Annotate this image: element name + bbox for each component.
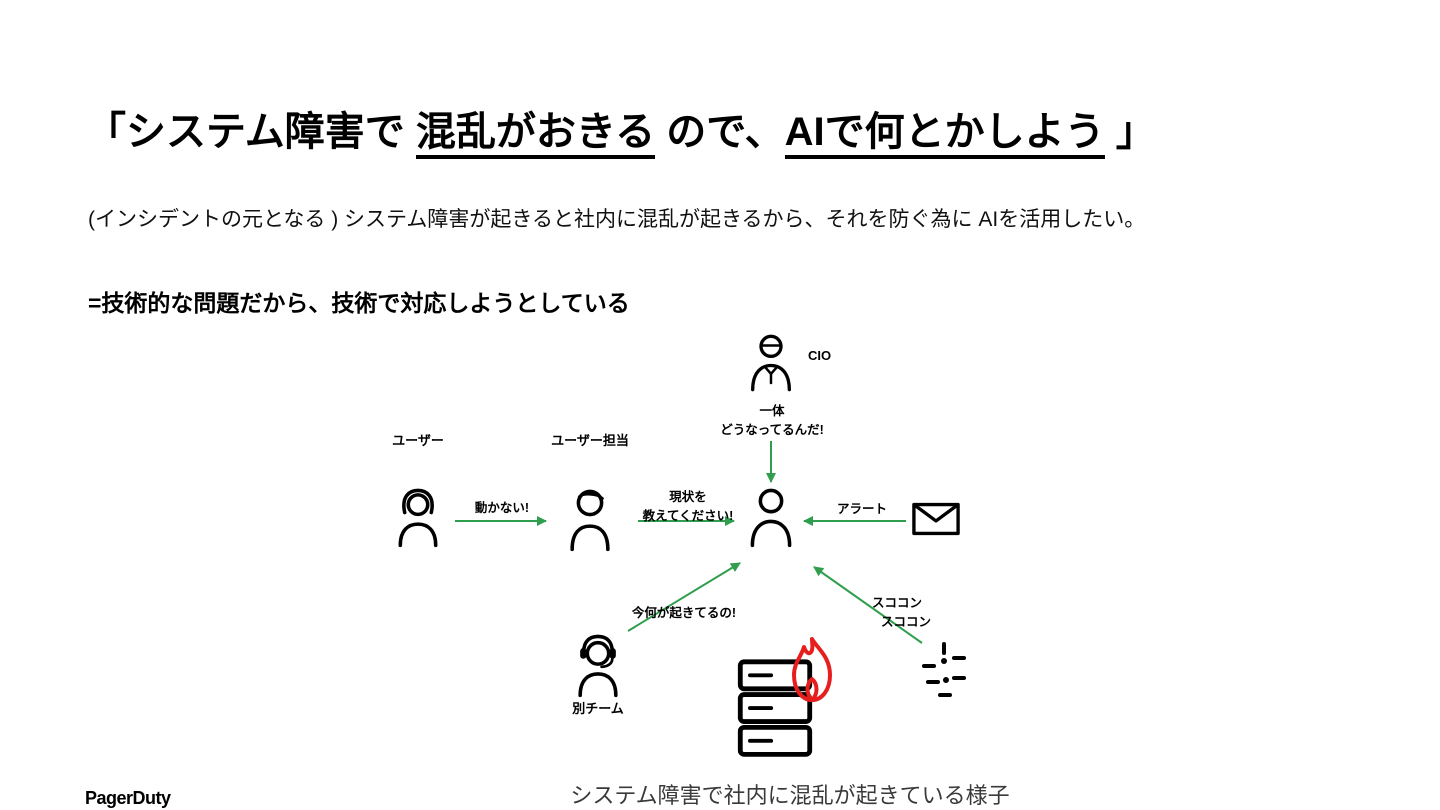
body-text: (インシデントの元となる ) システム障害が起きると社内に混乱が起きるから、それ… <box>88 208 1146 231</box>
emphasis-text: =技術的な問題だから、技術で対応しようとしている <box>88 290 630 316</box>
user-label: ユーザー <box>392 433 444 448</box>
title-part1: 「システム障害で <box>86 109 416 154</box>
title-part3: 」 <box>1104 109 1156 154</box>
team-message: 今何が起きてるの! <box>631 606 737 620</box>
title-underline1: 混乱がおきる <box>415 109 656 159</box>
center-person-icon <box>744 486 798 548</box>
cio-message: 一体 どうなってるんだ! <box>698 402 846 440</box>
envelope-icon <box>912 501 960 537</box>
user-message: 動かない! <box>474 501 530 515</box>
cio-message-line1: 一体 <box>759 404 785 418</box>
diagram-caption: システム障害で社内に混乱が起きている様子 <box>570 783 1010 808</box>
server-icon <box>736 656 814 764</box>
slide-title: 「システム障害で 混乱がおきる ので、AIで何とかしよう 」 <box>86 107 1366 159</box>
clatter-icon <box>918 640 970 702</box>
support-message-line1: 現状を <box>669 490 707 504</box>
cio-message-line2: どうなってるんだ! <box>720 422 824 437</box>
clatter-message: スココン スココン <box>852 594 942 632</box>
alert-message: アラート <box>836 502 887 516</box>
title-part2: ので、 <box>655 109 785 154</box>
user-person-icon <box>390 486 446 548</box>
cio-person-icon <box>746 332 796 394</box>
support-message: 現状を 教えてください! <box>630 488 746 526</box>
support-message-line2: 教えてください! <box>642 508 734 523</box>
team-label: 別チーム <box>572 701 624 716</box>
support-label: ユーザー担当 <box>551 433 629 448</box>
headset-person-icon <box>570 632 626 698</box>
clatter-message-line2: スココン <box>880 614 931 629</box>
pagerduty-logo: PagerDuty <box>85 788 171 808</box>
support-person-icon <box>562 486 618 552</box>
cio-label: CIO <box>808 348 832 363</box>
clatter-message-line1: スココン <box>871 596 922 610</box>
flame-icon <box>786 634 838 706</box>
title-underline2: AIで何とかしよう <box>784 109 1105 159</box>
